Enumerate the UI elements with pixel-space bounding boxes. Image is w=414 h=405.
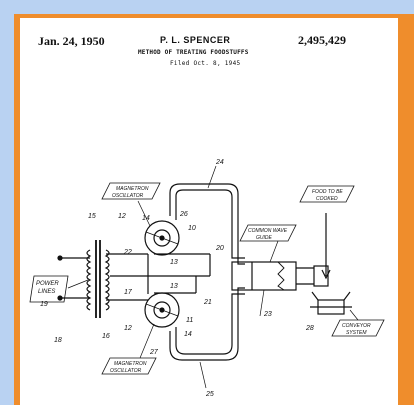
system-label: SYSTEM <box>346 330 367 336</box>
ref-12-top: 12 <box>118 213 126 220</box>
food-label: FOOD TO BE <box>312 189 343 195</box>
ref-14-bottom: 14 <box>184 331 192 338</box>
ref-27: 27 <box>149 349 159 356</box>
ref-11: 11 <box>186 317 193 324</box>
ref-15: 15 <box>88 213 96 220</box>
ref-19: 19 <box>40 301 48 308</box>
ref-17: 17 <box>124 289 133 296</box>
power-label: POWER <box>36 281 59 287</box>
guide-label: GUIDE <box>256 235 273 241</box>
ref-13-top: 13 <box>170 259 178 266</box>
common-wave-label: COMMON WAVE <box>248 228 288 234</box>
ref-23: 23 <box>263 311 272 318</box>
ref-10: 10 <box>188 225 196 232</box>
oscillator-top-label: OSCILLATOR <box>112 193 144 199</box>
ref-25: 25 <box>205 391 214 398</box>
patent-number: 2,495,429 <box>298 33 346 47</box>
oscillator-bottom-label: OSCILLATOR <box>110 368 142 374</box>
ref-22: 22 <box>123 249 132 256</box>
conveyor-label: CONVEYOR <box>342 323 371 329</box>
filing-date: Filed Oct. 8, 1945 <box>170 60 241 67</box>
cooked-label: COOKED <box>316 196 338 202</box>
ref-20: 20 <box>215 245 224 252</box>
lines-label: LINES <box>38 289 55 295</box>
magnetron-top-label: MAGNETRON <box>116 186 149 192</box>
ref-18: 18 <box>54 337 62 344</box>
inventor-name: P. L. SPENCER <box>160 35 231 45</box>
patent-sheet: Jan. 24, 1950 P. L. SPENCER 2,495,429 ME… <box>20 18 398 405</box>
ref-26: 26 <box>179 211 188 218</box>
ref-24: 24 <box>215 159 224 166</box>
ref-13-bottom: 13 <box>170 283 178 290</box>
ref-14-top: 14 <box>142 215 150 222</box>
ref-16: 16 <box>102 333 110 340</box>
ref-28: 28 <box>305 325 314 332</box>
patent-title: METHOD OF TREATING FOODSTUFFS <box>138 49 249 56</box>
patent-drawing: MAGNETRON OSCILLATOR FOOD TO BE COOKED C… <box>29 159 385 398</box>
patent-date: Jan. 24, 1950 <box>38 34 105 48</box>
magnetron-bottom-label: MAGNETRON <box>114 361 147 367</box>
ref-21: 21 <box>203 299 212 306</box>
ref-12-bottom: 12 <box>124 325 132 332</box>
